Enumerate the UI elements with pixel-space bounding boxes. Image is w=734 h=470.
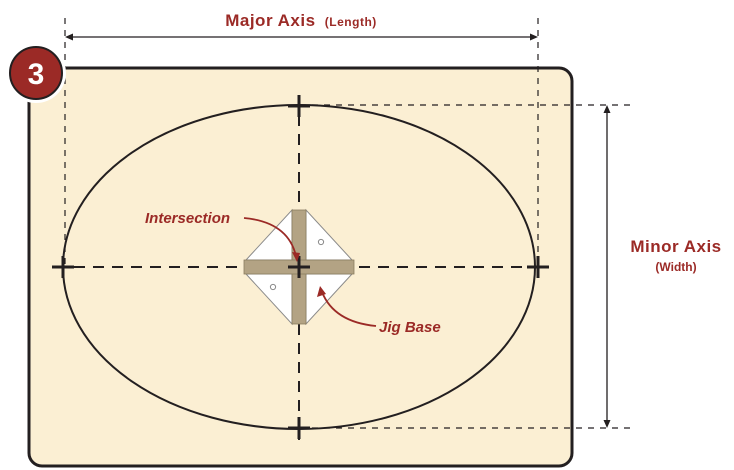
major-axis-sublabel: (Length) (325, 15, 377, 29)
crosshair-bottom (288, 417, 310, 439)
crosshair-right (527, 256, 549, 278)
major-axis-dimension-arrow (65, 33, 538, 41)
jig-base-label: Jig Base (379, 319, 441, 336)
crosshair-top (288, 95, 310, 117)
intersection-leader (243, 217, 300, 262)
crosshair-left (52, 256, 74, 278)
minor-axis-dimension-arrow (603, 105, 611, 428)
crosshair-center (288, 256, 310, 278)
jig-screw-top-right (317, 238, 325, 246)
jig-screw-bottom-left (269, 283, 277, 291)
intersection-label: Intersection (145, 210, 230, 227)
minor-axis-sublabel: (Width) (655, 260, 696, 274)
major-axis-title: Major Axis (Length) (225, 11, 377, 30)
jig-base-leader (317, 286, 377, 327)
jig-base (243, 208, 355, 326)
major-axis-label: Major Axis (225, 11, 315, 30)
minor-axis-label: Minor Axis (630, 237, 721, 256)
step-number: 3 (28, 58, 45, 91)
step-badge: 3 (6, 43, 66, 103)
